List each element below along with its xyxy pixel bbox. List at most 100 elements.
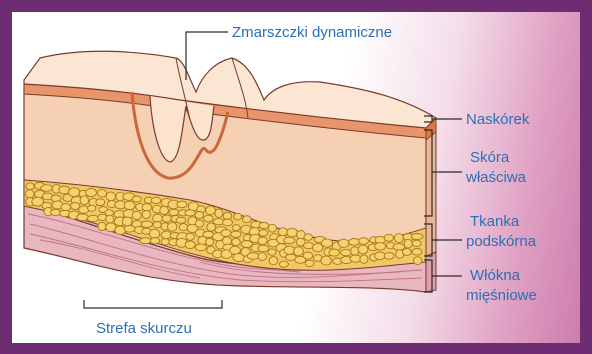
fat-cell: [195, 220, 203, 227]
fat-cell: [59, 186, 70, 194]
label-subcutaneous-line2: podskórna: [466, 233, 537, 250]
fat-cell: [241, 241, 252, 248]
fat-cell: [51, 209, 61, 215]
fat-cell: [278, 228, 287, 236]
fat-cell: [413, 257, 421, 265]
fat-cell: [341, 249, 352, 255]
label-dynamic-wrinkles: Zmarszczki dynamiczne: [232, 24, 392, 41]
fat-cell: [195, 244, 206, 251]
fat-cell: [258, 253, 266, 261]
fat-cell: [412, 240, 421, 246]
fat-cell: [412, 249, 422, 256]
fat-cell: [305, 260, 314, 266]
fat-cell: [234, 213, 242, 220]
fat-cell: [223, 219, 233, 226]
fat-cell: [279, 261, 288, 267]
fat-cell: [26, 183, 34, 190]
fat-cell: [168, 222, 177, 231]
fat-cell: [149, 229, 159, 238]
fat-cell: [294, 247, 304, 256]
fat-cell: [303, 252, 312, 259]
fat-cell: [232, 225, 240, 231]
fat-cell: [269, 256, 278, 264]
fat-cell: [207, 223, 216, 231]
fat-cell: [232, 238, 240, 245]
fat-cell: [321, 256, 332, 265]
fat-cell: [360, 255, 368, 263]
fat-cell: [287, 228, 298, 237]
label-dermis-line2: właściwa: [465, 169, 527, 186]
diagram-panel: Zmarszczki dynamiczne Naskórek Skóra wła…: [12, 12, 580, 343]
fat-cell: [87, 215, 98, 221]
fat-cell: [393, 244, 405, 250]
fat-cell: [141, 221, 153, 227]
fat-cell: [206, 238, 214, 245]
fat-cell: [304, 234, 312, 241]
fat-cell: [80, 196, 88, 205]
fat-cell: [97, 190, 106, 197]
fat-cell: [186, 233, 194, 240]
fat-cell: [321, 239, 332, 247]
fat-cell: [177, 201, 187, 208]
fat-cell: [160, 206, 169, 214]
label-dermis-line1: Skóra: [470, 149, 510, 166]
fat-cell: [206, 206, 216, 215]
fat-cell: [268, 249, 276, 255]
fat-cell: [151, 238, 160, 244]
skin-cross-section-diagram: Zmarszczki dynamiczne Naskórek Skóra wła…: [12, 12, 580, 343]
fat-cell: [329, 249, 339, 256]
fat-cell: [96, 199, 105, 206]
fat-cell: [124, 201, 135, 209]
fat-cell: [142, 204, 152, 212]
muscle-side-face: [426, 252, 436, 292]
fat-cell: [179, 224, 187, 231]
fat-cell: [268, 224, 276, 232]
fat-cell: [162, 215, 171, 222]
fat-cell: [132, 211, 141, 219]
fat-cell: [338, 239, 349, 247]
label-epidermis: Naskórek: [466, 111, 530, 128]
fat-cell: [359, 238, 369, 245]
fat-cell: [375, 243, 386, 250]
fat-cell: [258, 237, 267, 244]
fat-cell: [411, 234, 423, 240]
fat-cell: [106, 215, 114, 223]
fat-cell: [185, 241, 195, 249]
fat-cell: [115, 226, 126, 234]
fat-cell: [247, 253, 259, 259]
fat-cell: [243, 216, 252, 223]
fat-cell: [384, 253, 394, 260]
fat-cell: [258, 245, 269, 252]
fat-cell: [41, 185, 53, 192]
fat-cell: [349, 239, 360, 246]
label-subcutaneous-line1: Tkanka: [470, 213, 520, 230]
fat-cell: [106, 192, 115, 201]
label-contraction-zone: Strefa skurczu: [96, 320, 192, 337]
fat-cell: [161, 239, 169, 245]
fat-cell: [313, 244, 323, 252]
fat-cell: [195, 212, 204, 219]
fat-cell: [86, 189, 97, 197]
fat-cell: [176, 217, 186, 223]
fat-cell: [153, 222, 161, 229]
fat-cell: [394, 234, 403, 243]
fat-cell: [358, 245, 368, 254]
fat-cell: [142, 211, 150, 219]
fat-cell: [106, 223, 116, 232]
fat-cell: [68, 188, 79, 197]
label-muscle-line1: Włókna: [470, 267, 521, 284]
fat-cell: [404, 239, 412, 248]
fat-cell: [122, 217, 132, 226]
fat-cell: [284, 237, 295, 243]
fat-cell: [403, 248, 412, 255]
fat-cell: [132, 196, 141, 202]
fat-cell: [169, 209, 179, 215]
fat-cell: [223, 237, 232, 245]
fat-cell: [351, 247, 359, 255]
fat-cell: [185, 210, 195, 216]
fat-cell: [221, 230, 231, 237]
fat-cell: [259, 230, 268, 236]
fat-cell: [140, 238, 151, 244]
fat-cell: [98, 222, 106, 230]
